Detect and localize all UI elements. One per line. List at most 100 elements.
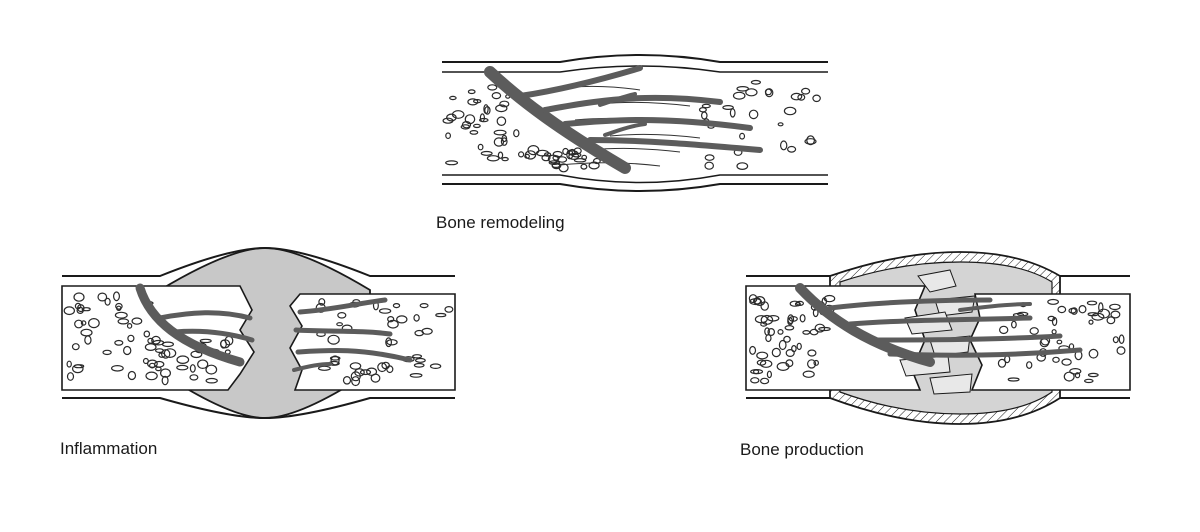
- marrow-dot: [541, 154, 551, 162]
- marrow-dot: [117, 318, 130, 325]
- marrow-dot: [445, 160, 459, 166]
- marrow-dot: [513, 129, 520, 138]
- marrow-dot: [1088, 319, 1094, 325]
- marrow-dot: [1084, 378, 1094, 384]
- marrow-dot: [491, 91, 502, 100]
- marrow-dot: [336, 322, 344, 327]
- marrow-dot: [377, 362, 388, 373]
- marrow-dot: [97, 292, 108, 302]
- bone-remodeling-stage: [442, 54, 828, 192]
- marrow-dot: [704, 161, 714, 170]
- marrow-dot: [115, 302, 123, 310]
- marrow-dot: [102, 349, 112, 356]
- marrow-dot: [110, 364, 124, 372]
- marrow-dot: [413, 362, 425, 368]
- marrow-dot: [804, 138, 817, 145]
- marrow-dot: [84, 335, 92, 345]
- marrow-dot: [461, 120, 472, 129]
- marrow-dot: [1061, 358, 1072, 366]
- marrow-dot: [800, 87, 811, 95]
- marrow-dot: [104, 297, 111, 306]
- marrow-dot: [765, 88, 774, 98]
- marrow-dot: [87, 318, 100, 329]
- marrow-dot: [487, 84, 498, 91]
- marrow-dot: [771, 347, 781, 358]
- marrow-dot: [1086, 300, 1098, 306]
- marrow-dot: [1106, 316, 1116, 325]
- marrow-dot: [483, 104, 489, 115]
- marrow-dot: [445, 132, 452, 140]
- marrow-dot: [122, 345, 132, 356]
- marrow-dot: [176, 355, 190, 365]
- marrow-dot: [176, 364, 189, 371]
- marrow-dot: [701, 103, 711, 109]
- marrow-dot: [788, 316, 798, 322]
- marrow-dot: [777, 122, 784, 127]
- marrow-dot: [759, 359, 773, 368]
- marrow-dot: [1056, 339, 1063, 345]
- prod-vessel-icon: [795, 283, 1083, 367]
- marrow-dot: [385, 337, 393, 348]
- marrow-dot: [81, 307, 91, 312]
- marrow-dot: [1047, 298, 1059, 305]
- marrow-dot: [704, 154, 715, 161]
- marrow-dot: [386, 365, 394, 374]
- inflam-outer-bottom: [62, 397, 455, 420]
- marrow-dot: [378, 308, 392, 314]
- marrow-dot: [467, 98, 479, 106]
- marrow-dot: [785, 349, 795, 358]
- marrow-dot: [812, 94, 821, 103]
- marrow-dot: [1078, 305, 1087, 314]
- marrow-dot: [477, 143, 484, 151]
- marrow-dot: [1112, 336, 1119, 344]
- marrow-dot: [114, 339, 124, 346]
- marrow-dot: [1074, 372, 1081, 379]
- marrow-dot: [748, 109, 759, 120]
- marrow-dot: [1063, 371, 1075, 382]
- marrow-dot: [739, 132, 746, 140]
- marrow-dot: [73, 364, 85, 369]
- marrow-dot: [126, 323, 133, 329]
- marrow-dot: [557, 156, 568, 163]
- marrow-dot: [813, 359, 820, 366]
- marrow-dot: [791, 345, 797, 353]
- marrow-dot: [1052, 356, 1060, 363]
- marrow-dot: [473, 123, 481, 129]
- marrow-dot: [562, 147, 569, 156]
- marrow-dot: [349, 362, 362, 370]
- marrow-dot: [745, 88, 758, 97]
- marrow-dot: [189, 364, 196, 373]
- marrow-dot: [501, 156, 509, 162]
- marrow-dot: [700, 111, 708, 120]
- marrow-dot: [469, 129, 479, 135]
- marrow-dot: [543, 152, 552, 157]
- marrow-dot: [767, 314, 780, 322]
- marrow-dot: [764, 327, 770, 336]
- marrow-dot: [351, 376, 361, 387]
- marrow-dot: [780, 140, 788, 151]
- marrow-dot: [1118, 334, 1125, 344]
- marrow-dot: [148, 362, 156, 369]
- marrow-dot: [767, 328, 776, 337]
- marrow-dot: [802, 370, 815, 378]
- marrow-dot: [451, 110, 465, 119]
- marrow-dot: [756, 359, 767, 366]
- marrow-dot: [999, 325, 1009, 335]
- remodel-cortex-top: [442, 54, 828, 63]
- marrow-dot: [548, 160, 561, 166]
- marrow-dot: [415, 357, 426, 363]
- marrow-dot: [370, 373, 381, 383]
- marrow-dot: [409, 373, 423, 378]
- marrow-dot: [784, 325, 795, 331]
- marrow-dot: [486, 155, 500, 162]
- marrow-dot: [1088, 348, 1099, 359]
- marrow-dot: [997, 358, 1007, 368]
- marrow-dot: [593, 157, 601, 165]
- marrow-dot: [1109, 303, 1121, 311]
- marrow-dot: [1110, 310, 1121, 319]
- marrow-dot: [71, 343, 80, 351]
- marrow-dot: [152, 339, 165, 346]
- marrow-dot: [777, 329, 784, 335]
- marrow-dot: [1097, 308, 1111, 319]
